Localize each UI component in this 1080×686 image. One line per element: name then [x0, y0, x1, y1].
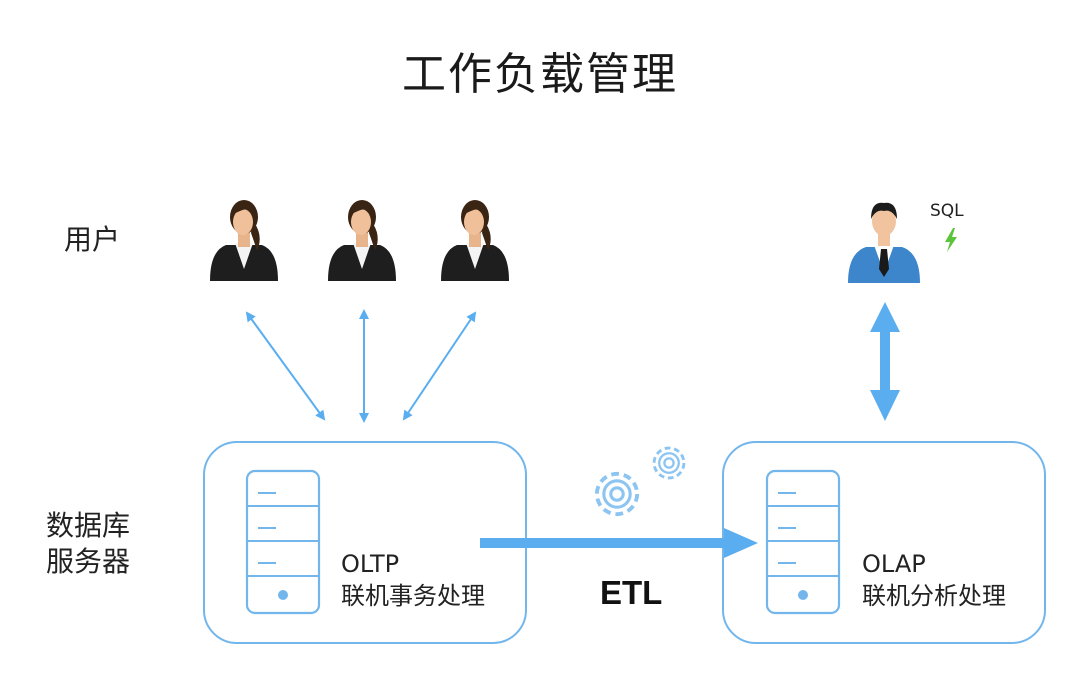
- lightning-icon: [945, 228, 957, 252]
- server-icon: [245, 469, 321, 615]
- users-row-label: 用户: [64, 223, 121, 256]
- user-female-icon: [328, 200, 396, 281]
- oltp-label-line1: OLTP: [341, 550, 400, 578]
- db-label-line2: 服务器: [46, 545, 131, 578]
- db-row-label: 数据库 服务器: [46, 508, 130, 580]
- db-label-line1: 数据库: [46, 509, 131, 542]
- olap-label-line2: 联机分析处理: [862, 582, 1006, 610]
- user3-connection-arrow: [402, 311, 477, 421]
- olap-label: OLAP 联机分析处理: [862, 548, 1006, 612]
- page-title: 工作负载管理: [402, 49, 678, 100]
- user1-connection-arrow: [245, 311, 326, 421]
- sql-label: SQL: [930, 201, 964, 221]
- user-female-icon: [441, 200, 509, 281]
- olap-label-line1: OLAP: [862, 550, 926, 578]
- user-admin-icon: [848, 202, 920, 283]
- gears-icon: [594, 446, 686, 517]
- user-female-icon: [210, 200, 278, 281]
- oltp-label-line2: 联机事务处理: [341, 582, 485, 610]
- oltp-label: OLTP 联机事务处理: [341, 548, 485, 612]
- etl-arrow: [480, 528, 758, 558]
- server-icon: [765, 469, 841, 615]
- etl-label: ETL: [600, 574, 663, 611]
- admin-connection-arrow: [870, 302, 900, 421]
